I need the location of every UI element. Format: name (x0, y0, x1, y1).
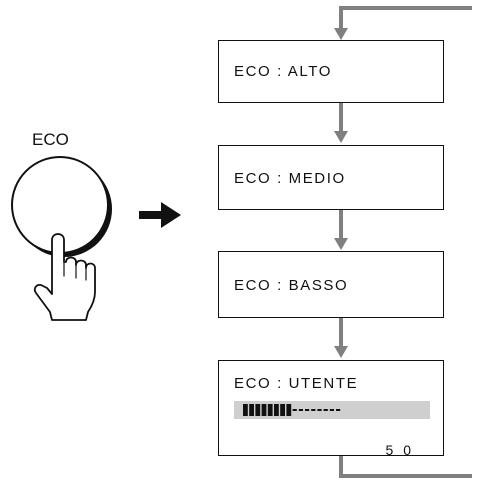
level-segment-empty (311, 409, 316, 411)
eco-mode-box-utente: ECO : UTENTE 5 0 (218, 360, 444, 458)
level-segment-filled (261, 404, 267, 416)
level-segment-empty (292, 409, 297, 411)
level-segment-filled (274, 404, 279, 416)
direction-arrow-icon (139, 202, 181, 228)
eco-mode-label: ECO : BASSO (234, 277, 349, 294)
cycle-top-connector (334, 6, 472, 40)
level-segment-empty (298, 409, 303, 411)
eco-mode-label: ECO : ALTO (234, 63, 332, 80)
level-segment-empty (323, 409, 328, 411)
pressing-hand-icon (33, 233, 96, 321)
eco-level-segments (243, 404, 341, 416)
eco-mode-box-alto: ECO : ALTO (218, 40, 444, 103)
connector-arrow (334, 103, 348, 143)
connector-arrow (334, 210, 348, 250)
eco-level-value: 5 0 (385, 442, 414, 458)
level-segment-filled (249, 404, 254, 416)
level-segment-filled (267, 404, 273, 416)
cycle-bottom-connector (339, 456, 472, 478)
level-segment-empty (336, 409, 341, 411)
level-segment-empty (305, 409, 310, 411)
level-segment-filled (243, 404, 248, 416)
eco-mode-box-medio: ECO : MEDIO (218, 145, 444, 210)
level-segment-empty (317, 409, 322, 411)
level-segment-filled (255, 404, 261, 416)
connector-arrow (334, 318, 348, 358)
eco-level-bar: 5 0 (234, 401, 430, 458)
level-segment-filled (286, 404, 292, 416)
eco-mode-label: ECO : MEDIO (234, 170, 346, 187)
eco-button-label: ECO (32, 130, 69, 149)
eco-mode-label: ECO : UTENTE (234, 375, 359, 392)
level-segment-empty (329, 409, 334, 411)
eco-mode-box-basso: ECO : BASSO (218, 251, 444, 318)
level-segment-filled (280, 404, 285, 416)
